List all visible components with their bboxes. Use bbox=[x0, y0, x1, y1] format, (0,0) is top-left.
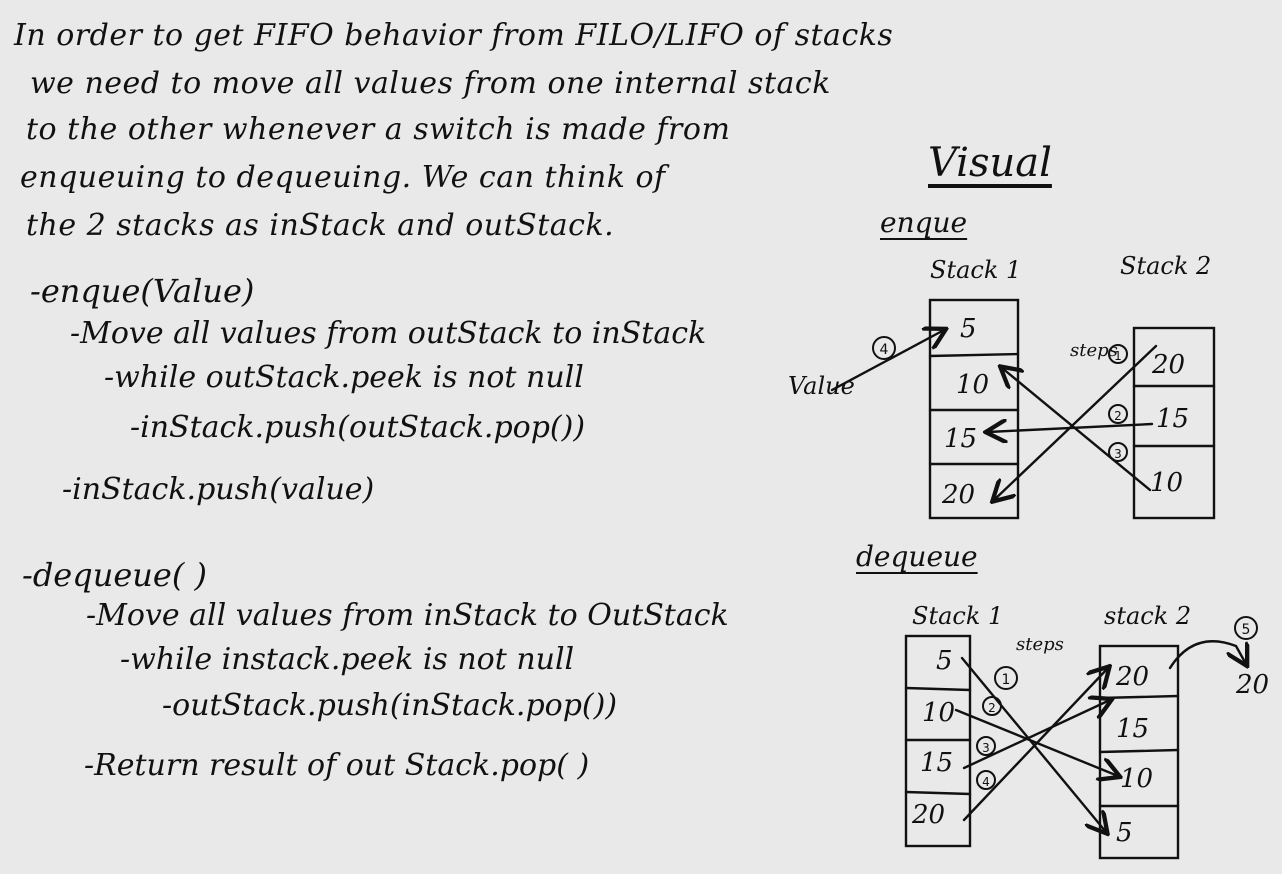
enqueue-stack2-cell: 20 bbox=[1152, 350, 1186, 380]
dequeue-output-value: 20 bbox=[1236, 670, 1270, 700]
enqueue-move-arrow bbox=[994, 344, 1158, 500]
explanation-line-2: we need to move all values from one inte… bbox=[30, 66, 831, 101]
enqueue-stack1-cell: 10 bbox=[956, 370, 990, 400]
dequeue-step-circle: 5 bbox=[1234, 616, 1258, 640]
enqueue-title: -enque(Value) bbox=[30, 272, 255, 310]
enqueue-step-1b: -inStack.push(outStack.pop()) bbox=[130, 410, 586, 445]
enqueue-step-circle: 2 bbox=[1108, 404, 1128, 424]
enqueue-stack1-cell: 15 bbox=[944, 424, 978, 454]
visual-title: Visual bbox=[928, 140, 1052, 186]
explanation-line-4: enqueuing to dequeuing. We can think of bbox=[20, 160, 666, 195]
dequeue-step-circle: 4 bbox=[976, 770, 996, 790]
dequeue-stack1-label: Stack 1 bbox=[912, 602, 1004, 630]
enqueue-stack2-cell: 15 bbox=[1156, 404, 1190, 434]
enqueue-move-arrow bbox=[988, 424, 1154, 432]
explanation-line-3: to the other whenever a switch is made f… bbox=[26, 112, 731, 147]
dequeue-step-circle: 2 bbox=[982, 696, 1002, 716]
enqueue-step-1: -Move all values from outStack to inStac… bbox=[70, 316, 707, 351]
enqueue-step-circle: 4 bbox=[872, 336, 896, 360]
enqueue-stack2-cell: 10 bbox=[1150, 468, 1184, 498]
dequeue-stack1-cell: 20 bbox=[912, 800, 946, 830]
enqueue-step-2: -inStack.push(value) bbox=[62, 472, 375, 507]
dequeue-stack1-cell: 5 bbox=[936, 646, 953, 676]
enqueue-move-arrow bbox=[1002, 368, 1152, 492]
enqueue-visual-label: enque bbox=[880, 206, 968, 239]
dequeue-pop-arrow bbox=[1168, 640, 1246, 668]
enqueue-value-label: Value bbox=[788, 372, 855, 400]
dequeue-visual-label: dequeue bbox=[856, 540, 978, 573]
dequeue-stack2-cell: 5 bbox=[1116, 818, 1133, 848]
dequeue-stack2-cell: 15 bbox=[1116, 714, 1150, 744]
enqueue-step-circle: 1 bbox=[1108, 344, 1128, 364]
dequeue-stack1-cell: 15 bbox=[920, 748, 954, 778]
enqueue-stack1-cell: 20 bbox=[942, 480, 976, 510]
dequeue-step-2: -Return result of out Stack.pop( ) bbox=[84, 748, 590, 783]
enqueue-stack2-label: Stack 2 bbox=[1120, 252, 1212, 280]
enqueue-stack1-cell: 5 bbox=[960, 314, 977, 344]
dequeue-stack2-cell: 20 bbox=[1116, 662, 1150, 692]
enqueue-step-circle: 3 bbox=[1108, 442, 1128, 462]
dequeue-title: -dequeue( ) bbox=[22, 556, 207, 594]
dequeue-step-1b: -outStack.push(inStack.pop()) bbox=[162, 688, 618, 723]
enqueue-step-1a: -while outStack.peek is not null bbox=[104, 360, 584, 395]
dequeue-step-circle: 1 bbox=[994, 666, 1018, 690]
explanation-line-5: the 2 stacks as inStack and outStack. bbox=[26, 208, 615, 243]
enqueue-stack1-label: Stack 1 bbox=[930, 256, 1022, 284]
dequeue-stack2-label: stack 2 bbox=[1104, 602, 1192, 630]
dequeue-steps-label: steps bbox=[1016, 634, 1064, 655]
dequeue-stack1-cell: 10 bbox=[922, 698, 956, 728]
dequeue-step-circle: 3 bbox=[976, 736, 996, 756]
dequeue-step-1: -Move all values from inStack to OutStac… bbox=[86, 598, 729, 633]
explanation-line-1: In order to get FIFO behavior from FILO/… bbox=[14, 18, 894, 53]
dequeue-stack2-cell: 10 bbox=[1120, 764, 1154, 794]
dequeue-step-1a: -while instack.peek is not null bbox=[120, 642, 575, 677]
